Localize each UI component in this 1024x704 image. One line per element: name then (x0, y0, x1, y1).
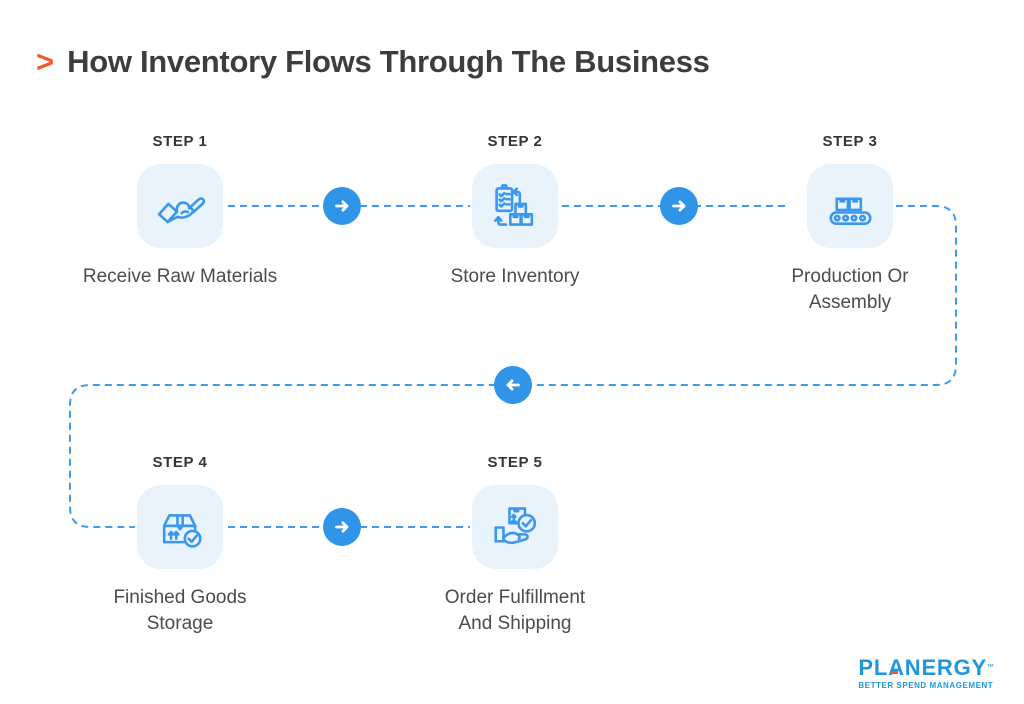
step-5: STEP 5 Order Fulfillment And Shipping (395, 455, 635, 637)
step-1-label: STEP 1 (152, 133, 208, 150)
step-2-name: Store Inventory (450, 266, 580, 287)
step-1: STEP 1 Receive Raw Materials (60, 134, 300, 290)
title-text: How Inventory Flows Through The Business (67, 44, 710, 79)
step-2-label: STEP 2 (487, 133, 543, 150)
arrow-step1-to-step2 (323, 187, 361, 225)
step-4-name: Finished Goods Storage (113, 587, 247, 634)
page-title: > How Inventory Flows Through The Busine… (36, 44, 710, 80)
step-2: STEP 2 Store Inventory (395, 134, 635, 290)
step-3-name: Production Or Assembly (791, 266, 909, 313)
title-marker: > (36, 44, 55, 79)
arrow-step4-to-step5 (323, 508, 361, 546)
finished-goods-box-icon (162, 513, 202, 548)
step-4-label: STEP 4 (152, 454, 208, 471)
logo-tagline: BETTER SPEND MANAGEMENT (858, 681, 994, 690)
step-1-name: Receive Raw Materials (82, 266, 278, 287)
step-3: STEP 3 Production Or Assembly (730, 134, 970, 316)
order-fulfillment-icon (493, 506, 536, 544)
step-3-label: STEP 3 (822, 133, 878, 150)
hand-receive-icon (157, 196, 205, 223)
planergy-logo: PLANERGY™ BETTER SPEND MANAGEMENT (858, 655, 994, 691)
step-1-tile (137, 164, 223, 248)
arrow-right-icon (335, 200, 349, 212)
arrow-step3-to-step4 (494, 366, 532, 404)
step-5-label: STEP 5 (487, 454, 543, 471)
logo-brand-text: PLANERGY™ (858, 655, 994, 680)
arrow-left-icon (506, 379, 520, 391)
step-2-tile (472, 164, 558, 248)
store-inventory-icon (493, 183, 533, 226)
step-4-tile (137, 485, 223, 569)
step-3-tile (807, 164, 893, 248)
conveyor-belt-icon (828, 196, 872, 225)
logo-a-accent-bar (891, 671, 899, 674)
arrow-right-icon (335, 521, 349, 533)
step-4: STEP 4 Finished Goods Storage (60, 455, 300, 637)
step-5-tile (472, 485, 558, 569)
arrow-step2-to-step3 (660, 187, 698, 225)
trademark-symbol: ™ (987, 664, 994, 671)
arrow-right-icon (672, 200, 686, 212)
step-5-name: Order Fulfillment And Shipping (444, 587, 586, 634)
